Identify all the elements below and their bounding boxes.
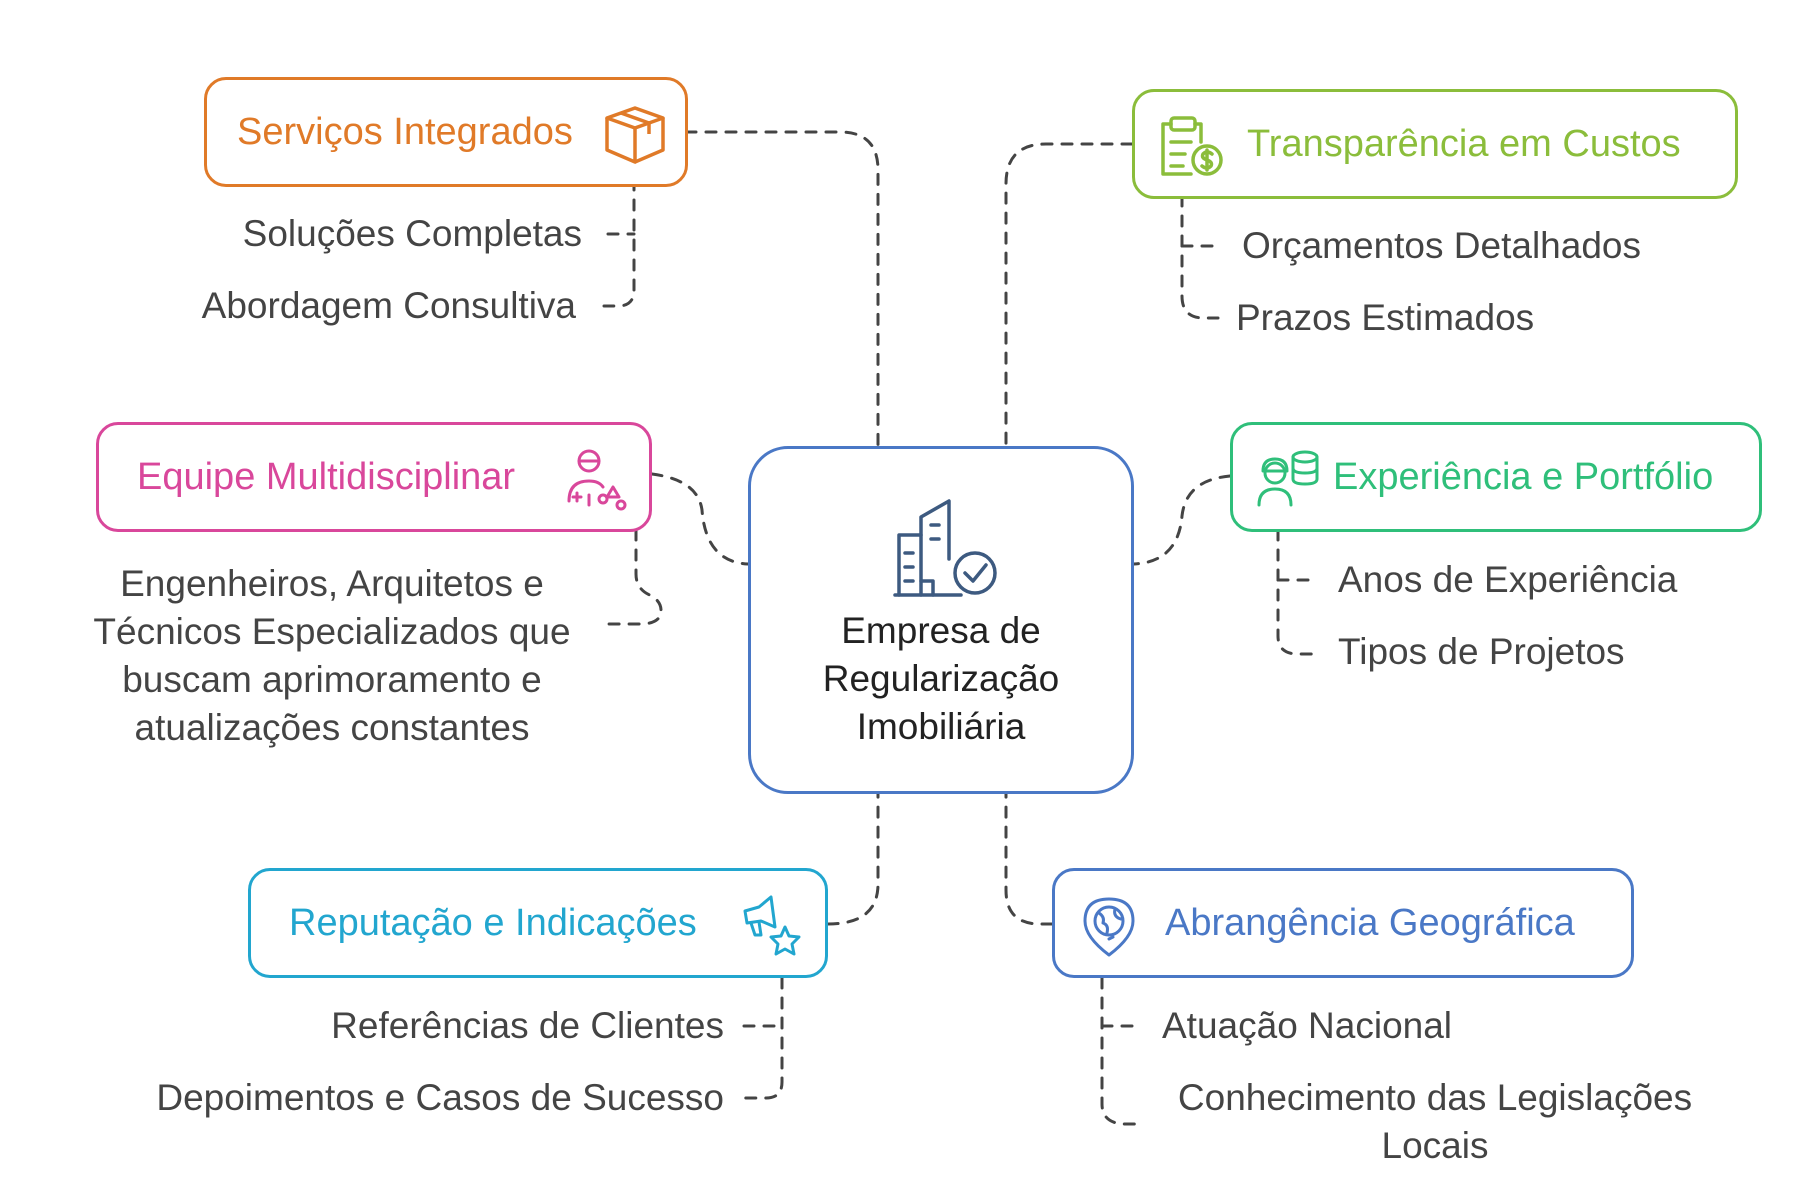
leaf-engenheiros-arquitetos: Engenheiros, Arquitetos e Técnicos Espec… [93, 563, 571, 748]
center-title: Empresa de Regularização Imobiliária [751, 607, 1131, 751]
connector-equipe-items [598, 528, 663, 626]
node-transparencia-custos: Transparência em Custos [1132, 89, 1738, 199]
worker-database-icon [1257, 450, 1319, 507]
leaf-orcamentos-detalhados: Orçamentos Detalhados [1242, 225, 1641, 266]
clipboard-money-icon [1161, 116, 1223, 176]
node-servicos-integrados: Serviços Integrados [204, 77, 688, 187]
node-title: Experiência e Portfólio [1333, 455, 1714, 498]
node-experiencia-portfolio: Experiência e Portfólio [1230, 422, 1762, 532]
connector-abrangencia [1004, 792, 1054, 926]
buildings-check-icon [893, 499, 997, 597]
node-title: Reputação e Indicações [289, 901, 697, 944]
connector-experiencia-items [1276, 528, 1316, 656]
node-equipe-multidisciplinar: Equipe Multidisciplinar [96, 422, 652, 532]
leaf-depoimentos-casos: Depoimentos e Casos de Sucesso [156, 1077, 724, 1118]
leaf-solucoes-completas: Soluções Completas [242, 213, 582, 254]
megaphone-star-icon [743, 895, 801, 956]
center-title-line-3: Imobiliária [856, 706, 1026, 747]
connector-reputacao [826, 792, 880, 926]
node-title: Transparência em Custos [1247, 122, 1681, 165]
node-title: Serviços Integrados [237, 110, 573, 153]
connector-reputacao-items [738, 976, 784, 1100]
node-abrangencia-geografica: Abrangência Geográfica [1052, 868, 1634, 978]
leaf-abordagem-consultiva: Abordagem Consultiva [201, 285, 576, 326]
center-title-line-1: Empresa de [841, 610, 1041, 651]
node-reputacao-indicacoes: Reputação e Indicações [248, 868, 828, 978]
connector-equipe [650, 472, 750, 566]
leaf-anos-experiencia: Anos de Experiência [1338, 559, 1678, 600]
connector-experiencia [1132, 474, 1232, 566]
connector-abrangencia-items [1100, 976, 1140, 1126]
node-title: Equipe Multidisciplinar [137, 455, 516, 498]
leaf-atuacao-nacional: Atuação Nacional [1162, 1005, 1453, 1046]
connector-servicos-items [602, 178, 636, 308]
center-node: Empresa de Regularização Imobiliária [748, 446, 1134, 794]
box-icon [605, 106, 665, 164]
connector-servicos [684, 130, 880, 448]
connector-transparencia-items [1180, 194, 1220, 320]
node-title: Abrangência Geográfica [1165, 901, 1575, 944]
connector-transparencia [1004, 142, 1134, 448]
globe-pin-icon [1083, 897, 1135, 957]
leaf-prazos-estimados: Prazos Estimados [1236, 297, 1535, 338]
team-icon [567, 449, 627, 511]
center-title-line-2: Regularização [822, 658, 1060, 699]
leaf-tipos-projetos: Tipos de Projetos [1338, 631, 1625, 672]
leaf-conhecimento-legislacoes: Conhecimento das Legislações Locais [1177, 1077, 1693, 1166]
leaf-referencias-clientes: Referências de Clientes [331, 1005, 724, 1046]
